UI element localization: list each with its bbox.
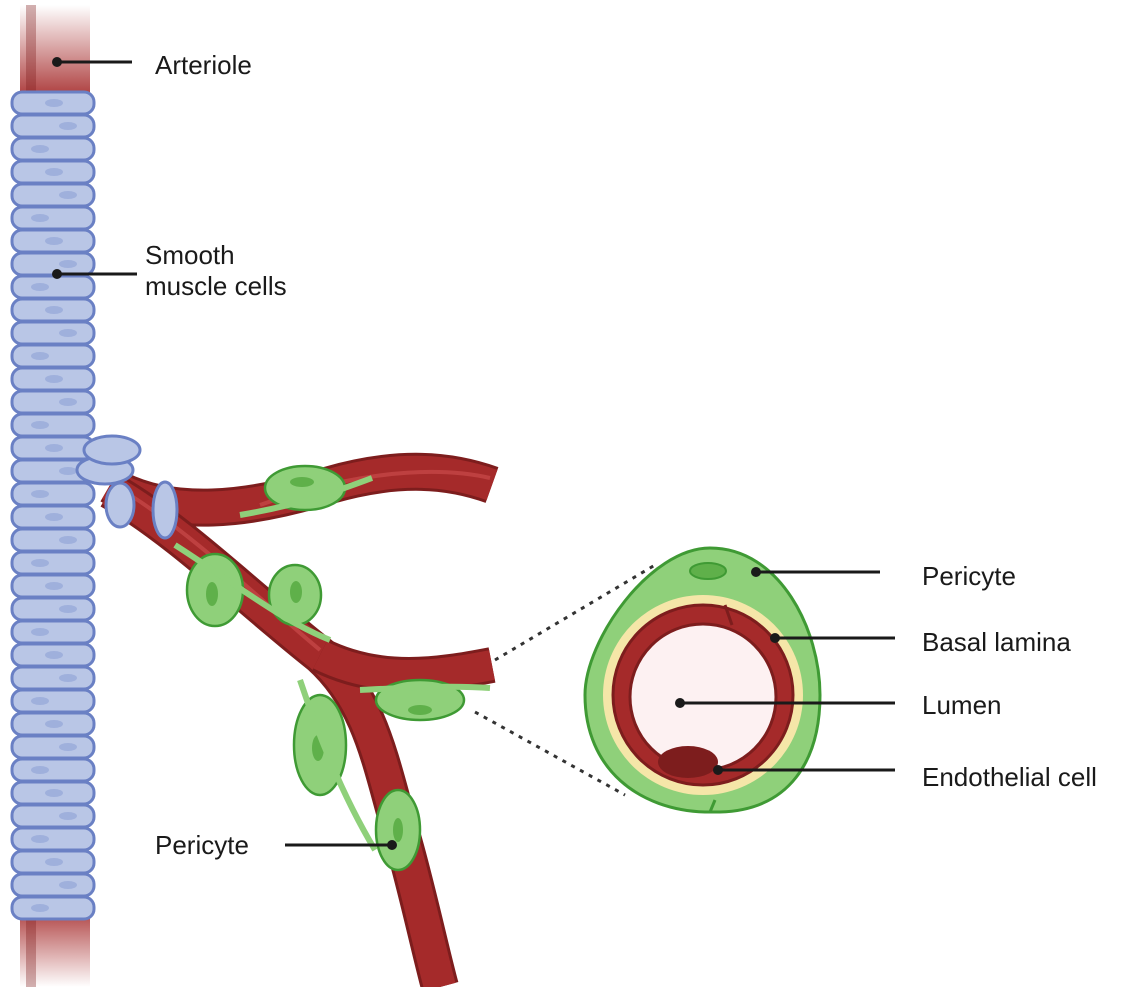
smooth-muscle-label-line2: muscle cells [145,271,287,302]
smooth-muscle-nucleus [59,122,77,130]
smooth-muscle-nucleus [59,260,77,268]
smooth-muscle-nucleus [59,881,77,889]
smooth-muscle-cell [12,736,94,758]
smooth-muscle-nucleus [31,214,49,222]
pericyte-branch-label: Pericyte [155,830,249,861]
smooth-muscle-cell [12,529,94,551]
basal-lamina-label: Basal lamina [922,627,1071,658]
smooth-muscle-cell [12,184,94,206]
smooth-muscle-nucleus [31,697,49,705]
smooth-muscle-nucleus [45,513,63,521]
smooth-muscle-cell [12,598,94,620]
smooth-muscle-nucleus [31,904,49,912]
smooth-muscle-cell [12,207,94,229]
endothelial-cell-label: Endothelial cell [922,762,1097,793]
smooth-muscle-nucleus [31,628,49,636]
smooth-muscle-cell [12,138,94,160]
smooth-muscle-cell [12,621,94,643]
smooth-muscle-nucleus [31,283,49,291]
smooth-muscle-cell [12,414,94,436]
smooth-muscle-nucleus [45,789,63,797]
smooth-muscle-label-line1: Smooth [145,240,287,271]
smooth-muscle-cell [12,322,94,344]
smooth-muscle-nucleus [59,536,77,544]
smooth-muscle-nucleus [45,168,63,176]
smooth-muscle-nucleus [59,812,77,820]
smooth-muscle-cell [12,115,94,137]
smooth-muscle-nucleus [59,467,77,475]
smooth-muscle-nucleus [31,766,49,774]
smooth-muscle-cell [12,483,94,505]
smooth-muscle-nucleus [45,306,63,314]
smooth-muscle-nucleus [45,720,63,728]
smooth-muscle-nucleus [31,145,49,153]
smooth-muscle-nucleus [31,835,49,843]
smooth-muscle-nucleus [31,559,49,567]
smooth-muscle-cell [12,391,94,413]
pericyte-nucleus [690,563,726,579]
smooth-muscle-nucleus [45,651,63,659]
smooth-muscle-nucleus [59,674,77,682]
smooth-muscle-nucleus [59,398,77,406]
smooth-muscle-nucleus [59,743,77,751]
smooth-muscle-nucleus [45,858,63,866]
smooth-muscle-cell [12,805,94,827]
arteriole-label: Arteriole [155,50,252,81]
smooth-muscle-nucleus [45,99,63,107]
smooth-muscle-rings [12,92,94,919]
smooth-muscle-nucleus [59,191,77,199]
smooth-muscle-label: Smooth muscle cells [145,240,287,302]
smooth-muscle-cell [12,828,94,850]
smooth-muscle-nucleus [45,375,63,383]
smooth-muscle-cell [12,690,94,712]
smooth-muscle-cell [12,276,94,298]
smooth-muscle-cell [12,759,94,781]
smooth-muscle-nucleus [45,237,63,245]
lumen [630,624,776,770]
pericyte-cross-label: Pericyte [922,561,1016,592]
smooth-muscle-nucleus [59,605,77,613]
smooth-muscle-nucleus [31,352,49,360]
smooth-muscle-cell [12,874,94,896]
smooth-muscle-nucleus [31,490,49,498]
smooth-muscle-nucleus [31,421,49,429]
smooth-muscle-cell [12,552,94,574]
smooth-muscle-nucleus [59,329,77,337]
lumen-label: Lumen [922,690,1002,721]
capillary-cross-section [585,548,820,812]
smooth-muscle-cell [12,345,94,367]
smooth-muscle-nucleus [45,582,63,590]
smooth-muscle-cell [12,897,94,919]
smooth-muscle-cell [12,667,94,689]
smooth-muscle-nucleus [45,444,63,452]
endothelial-nucleus [658,746,718,778]
